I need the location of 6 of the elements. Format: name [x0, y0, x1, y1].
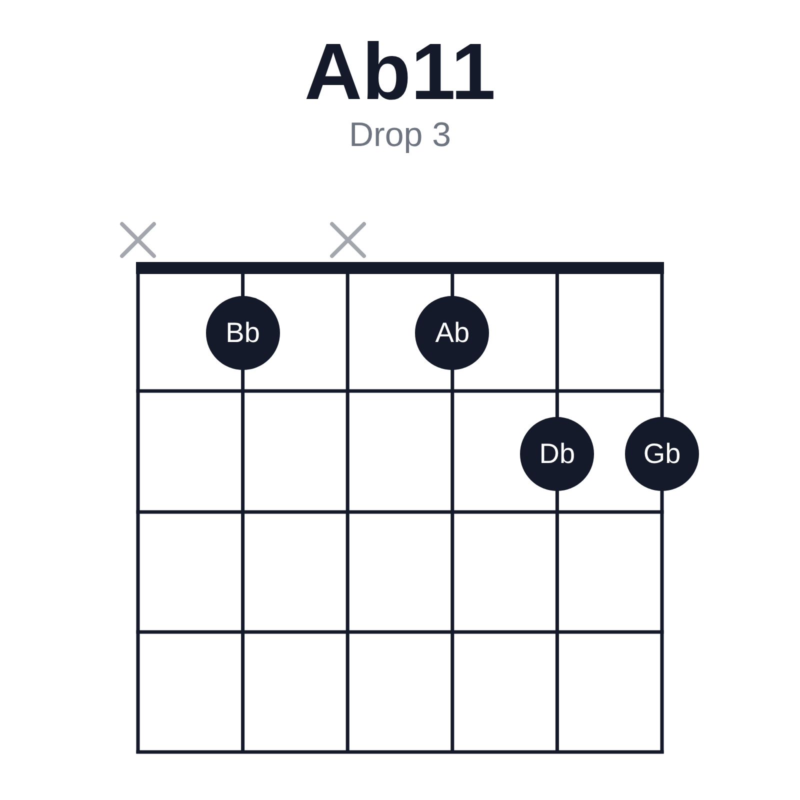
note-name: Db — [539, 440, 576, 468]
chord-title: Ab11 — [304, 32, 496, 112]
voicing-subtitle: Drop 3 — [348, 118, 452, 152]
note-name: Gb — [643, 440, 681, 468]
note-name: Ab — [435, 319, 470, 347]
note-name: Bb — [226, 319, 260, 347]
